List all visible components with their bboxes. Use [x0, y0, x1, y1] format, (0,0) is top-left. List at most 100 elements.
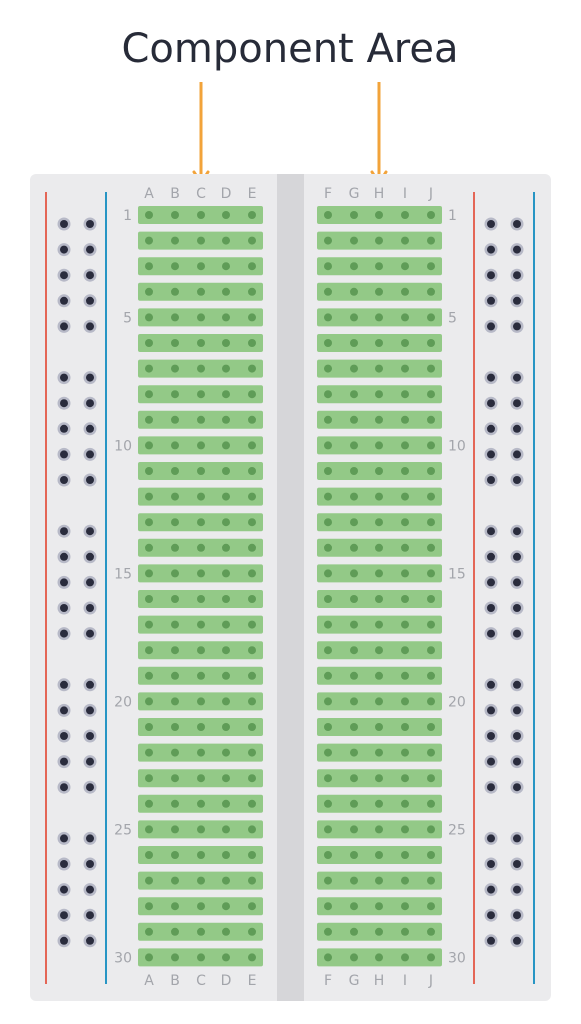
- rail-hole-center: [86, 757, 94, 766]
- rail-hole-center: [60, 271, 68, 280]
- rail-hole-center: [513, 604, 521, 612]
- strip-hole: [248, 723, 256, 731]
- rail-hole-center: [513, 885, 521, 894]
- rail-hole-center: [487, 732, 495, 740]
- rail-hole-center: [86, 552, 94, 561]
- strip-hole: [427, 799, 435, 808]
- strip-hole: [375, 211, 383, 219]
- rail-hole-center: [60, 245, 68, 254]
- strip-hole: [350, 825, 358, 834]
- strip-hole: [350, 262, 358, 271]
- strip-hole: [197, 697, 205, 706]
- strip-hole: [350, 313, 358, 322]
- arrow-to-column-h: [370, 82, 388, 185]
- strip-hole: [350, 748, 358, 757]
- strip-hole: [171, 467, 179, 475]
- strip-hole: [427, 313, 435, 322]
- rail-hole-center: [60, 604, 68, 612]
- strip-hole: [248, 748, 256, 757]
- strip-hole: [222, 543, 230, 552]
- strip-hole: [197, 262, 205, 271]
- rail-hole-center: [86, 604, 94, 612]
- rail-hole-center: [513, 322, 521, 331]
- strip-hole: [350, 774, 358, 783]
- column-letter-right: G: [349, 973, 360, 989]
- rail-hole-center: [60, 373, 68, 382]
- rail-hole-center: [513, 706, 521, 715]
- strip-hole: [248, 876, 256, 885]
- strip-hole: [222, 851, 230, 859]
- strip-hole: [350, 620, 358, 629]
- strip-hole: [324, 825, 332, 834]
- strip-hole: [427, 390, 435, 399]
- strip-hole: [350, 876, 358, 885]
- strip-hole: [324, 876, 332, 885]
- strip-hole: [171, 390, 179, 399]
- strip-hole: [324, 543, 332, 552]
- column-letter-left: B: [170, 186, 180, 202]
- strip-hole: [324, 518, 332, 527]
- strip-hole: [222, 825, 230, 834]
- rail-hole-center: [86, 860, 94, 868]
- strip-hole: [375, 339, 383, 347]
- rail-hole-center: [513, 296, 521, 305]
- strip-hole: [222, 799, 230, 808]
- strip-hole: [401, 236, 409, 245]
- rail-hole-center: [487, 629, 495, 638]
- column-letter-left: E: [248, 186, 257, 202]
- rail-hole-center: [487, 424, 495, 433]
- strip-hole: [427, 953, 435, 962]
- rail-hole-center: [487, 936, 495, 945]
- strip-hole: [248, 953, 256, 962]
- rail-hole-center: [60, 757, 68, 766]
- rail-hole-center: [60, 860, 68, 868]
- strip-hole: [171, 851, 179, 859]
- strip-hole: [145, 697, 153, 706]
- power-rail-left: [57, 217, 97, 948]
- strip-hole: [401, 390, 409, 399]
- strip-hole: [145, 902, 153, 911]
- strip-hole: [197, 799, 205, 808]
- strip-hole: [222, 646, 230, 655]
- strip-hole: [375, 799, 383, 808]
- strip-hole: [197, 595, 205, 603]
- row-number: 30: [448, 950, 466, 966]
- rail-hole-center: [487, 680, 495, 689]
- strip-hole: [222, 876, 230, 885]
- strip-hole: [248, 851, 256, 859]
- rail-hole-center: [86, 373, 94, 382]
- strip-hole: [427, 543, 435, 552]
- strip-hole: [222, 569, 230, 578]
- rail-hole-center: [513, 911, 521, 920]
- strip-hole: [427, 748, 435, 757]
- strip-hole: [324, 671, 332, 680]
- rail-hole-center: [487, 245, 495, 254]
- strip-hole: [324, 492, 332, 501]
- strip-hole: [375, 671, 383, 680]
- strip-hole: [197, 646, 205, 655]
- rail-hole-center: [487, 373, 495, 382]
- strip-hole: [248, 595, 256, 603]
- strip-hole: [222, 697, 230, 706]
- strip-hole: [375, 543, 383, 552]
- strip-hole: [171, 927, 179, 936]
- rail-hole-center: [86, 629, 94, 638]
- strip-hole: [145, 211, 153, 219]
- strip-hole: [197, 211, 205, 219]
- strip-hole: [171, 287, 179, 296]
- strip-hole: [171, 671, 179, 680]
- strip-hole: [248, 467, 256, 475]
- strip-hole: [401, 876, 409, 885]
- strip-hole: [427, 492, 435, 501]
- strip-hole: [427, 646, 435, 655]
- strip-hole: [171, 876, 179, 885]
- strip-hole: [324, 851, 332, 859]
- strip-hole: [401, 543, 409, 552]
- strip-hole: [145, 595, 153, 603]
- strip-hole: [248, 646, 256, 655]
- strip-hole: [197, 492, 205, 501]
- rail-hole-center: [513, 680, 521, 689]
- column-letter-right: F: [324, 973, 332, 989]
- rail-hole-center: [513, 424, 521, 433]
